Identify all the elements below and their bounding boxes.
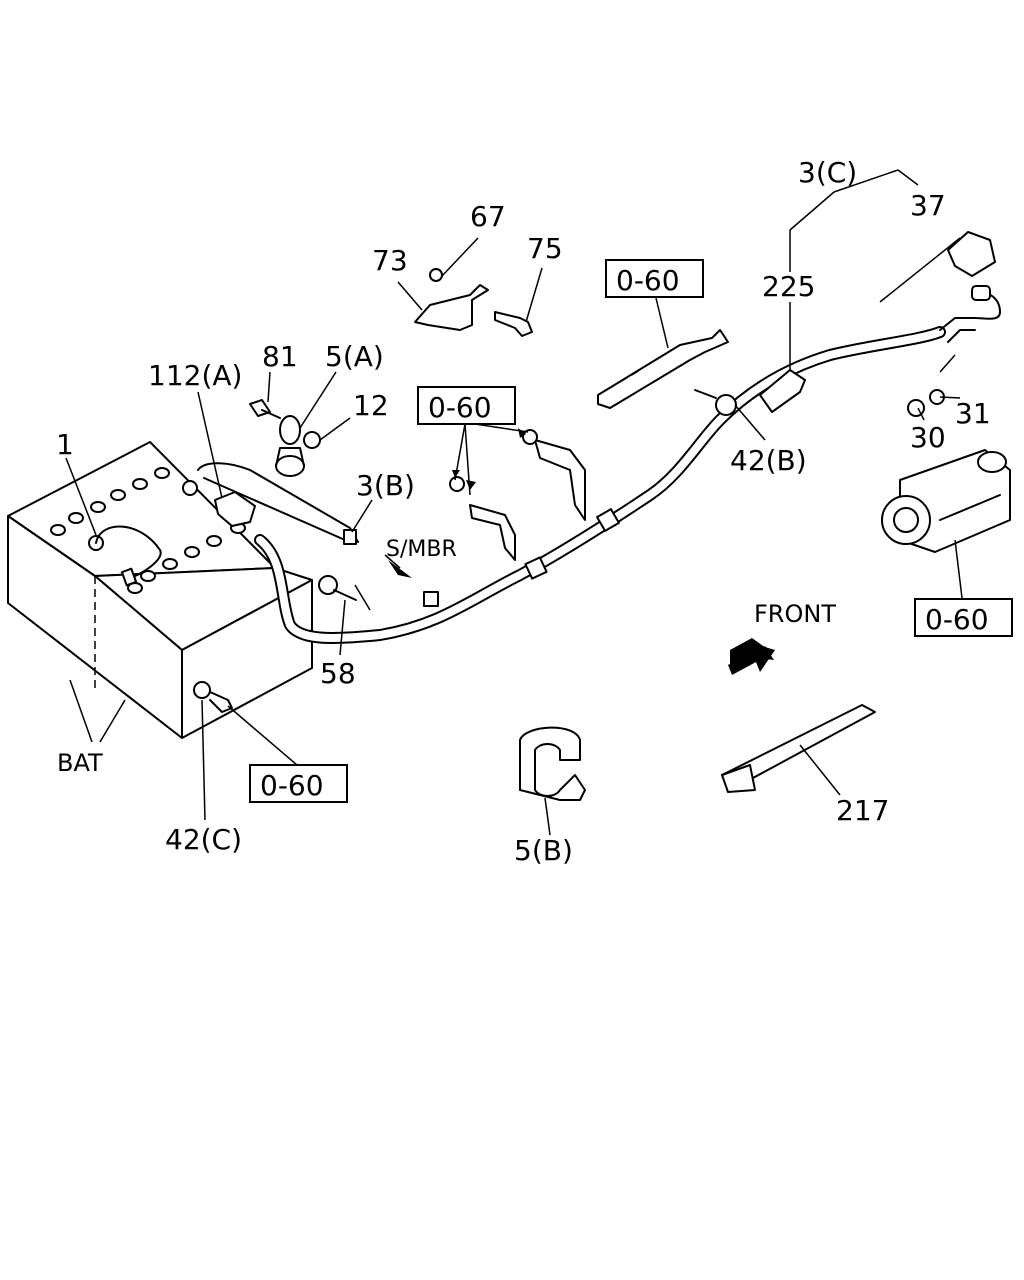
reference-box-bracket-upper: 0-60 [605,259,704,298]
label-217: 217 [836,794,889,827]
bolt-42b [694,389,737,416]
nut-12 [303,431,321,449]
label-3b: 3(B) [356,469,415,502]
battery-terminal-clamp [214,491,256,527]
battery-link-cable [95,525,162,579]
reference-box-starter: 0-60 [914,598,1013,637]
label-5a: 5(A) [325,340,384,373]
starter-motor [881,449,1011,553]
relay-37 [947,231,996,277]
cable-bracket-upper [597,329,729,409]
label-42b: 42(B) [730,444,807,477]
label-75: 75 [527,232,563,265]
label-112a: 112(A) [148,359,242,392]
label-3c: 3(C) [798,156,857,189]
clip-5b [519,726,586,801]
battery-cell-caps [50,467,246,594]
main-battery-cable [197,285,1001,644]
part-labels: 1 112(A) 81 5(A) 12 73 67 75 3(B) S/MBR … [56,156,991,867]
reference-label: 0-60 [260,769,324,802]
label-81: 81 [262,340,298,373]
label-225: 225 [762,270,815,303]
label-12: 12 [353,389,389,422]
label-5b: 5(B) [514,834,573,867]
label-bat: BAT [57,749,103,777]
label-front: FRONT [754,600,836,628]
reference-box-bracket-middle: 0-60 [417,386,516,425]
terminal-post [182,480,198,496]
bolt-81 [249,399,281,419]
clamp-5a [275,415,305,477]
cable-tie-217 [721,704,876,793]
label-30: 30 [910,421,946,454]
label-73: 73 [372,244,408,277]
label-42c: 42(C) [165,823,242,856]
cable-bracket-middle [449,429,586,561]
label-37: 37 [910,189,946,222]
bolt-58 [318,575,357,601]
label-31: 31 [955,397,991,430]
label-smbr: S/MBR [386,537,457,562]
leader-lines [65,169,963,836]
bracket-73 [414,268,533,337]
reference-label: 0-60 [428,391,492,424]
front-arrow-icon [728,638,775,675]
reference-box-battery-ground: 0-60 [249,764,348,803]
label-1: 1 [56,428,74,461]
battery-assembly [7,441,313,739]
hold-down-bolt [193,681,211,699]
nut-67 [429,268,443,282]
label-58: 58 [320,657,356,690]
label-67: 67 [470,200,506,233]
reference-label: 0-60 [925,603,989,636]
bolt-75 [494,311,533,337]
reference-label: 0-60 [616,264,680,297]
